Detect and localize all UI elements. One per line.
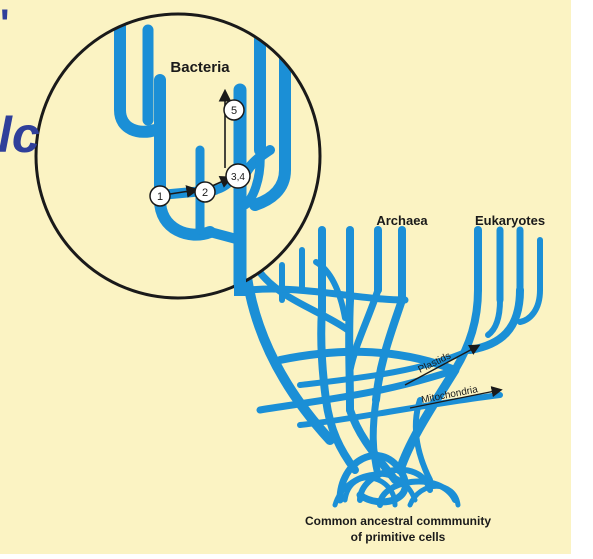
label-eukaryotes: Eukaryotes <box>475 213 545 228</box>
step-label-5: 5 <box>231 105 237 117</box>
step-label-2: 2 <box>202 187 208 199</box>
label-bacteria: Bacteria <box>170 59 230 76</box>
lower-tree-branches <box>245 230 540 505</box>
right-margin <box>571 0 593 554</box>
slide-text-fragment-top: ' <box>0 2 10 47</box>
step-label-3-4: 3,4 <box>231 172 245 183</box>
label-archaea: Archaea <box>376 213 428 228</box>
caption-line-1: Common ancestral commmunity <box>305 514 491 528</box>
slide-text-fragment-mid: lc <box>0 106 40 164</box>
step-label-1: 1 <box>157 191 163 203</box>
caption-line-2: of primitive cells <box>351 530 446 544</box>
